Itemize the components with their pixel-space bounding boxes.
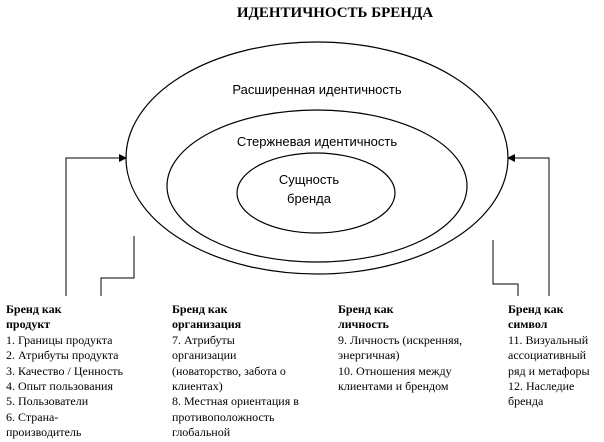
list-item: 9. Личность (искренняя, энергичная) [338,332,463,363]
column-heading-personality: Бренд как личность [338,302,394,332]
list-item: 12. Наследие бренда [508,379,575,409]
list-item: 10. Отношения между клиентами и брендом [338,363,452,394]
right-connector [492,157,550,296]
list-item: 6. Страна- производитель [6,409,82,440]
column-heading-organization: Бренд как организация [172,302,242,332]
inner-ellipse-label-1: Сущность [279,172,339,187]
list-item: 7. Атрибуты организации (новаторство, за… [172,332,286,394]
outer-ellipse-label: Расширенная идентичность [232,82,401,97]
right-arrow-icon [507,154,515,162]
column-heading-symbol: Бренд как символ [508,302,564,332]
list-item: 5. Пользователи [6,394,89,409]
column-personality: Бренд как личность 9. Личность (искрення… [338,302,498,394]
left-arrow-icon [119,154,127,162]
list-item: 8. Местная ориентация в противоположност… [172,394,299,440]
list-item: 3. Качество / Ценность [6,363,124,378]
middle-ellipse-label: Стержневая идентичность [237,134,398,149]
list-item: 11. Визуальный ассоциативный ряд и метаф… [508,332,590,378]
diagram-title: ИДЕНТИЧНОСТЬ БРЕНДА [237,5,433,21]
outer-ellipse [125,41,509,275]
column-organization: Бренд как организация 7. Атрибуты органи… [172,302,332,441]
middle-ellipse [166,109,468,263]
list-item: 4. Опыт пользования [6,379,113,394]
list-item: 2. Атрибуты продукта [6,348,119,363]
list-item: 1. Границы продукта [6,332,113,347]
inner-ellipse-label-2: бренда [287,191,332,206]
column-product: Бренд как продукт 1. Границы продукта 2.… [6,302,166,441]
left-connector [65,157,135,296]
column-symbol: Бренд как символ 11. Визуальный ассоциат… [508,302,602,410]
column-heading-product: Бренд как продукт [6,302,62,332]
inner-ellipse [236,152,396,234]
